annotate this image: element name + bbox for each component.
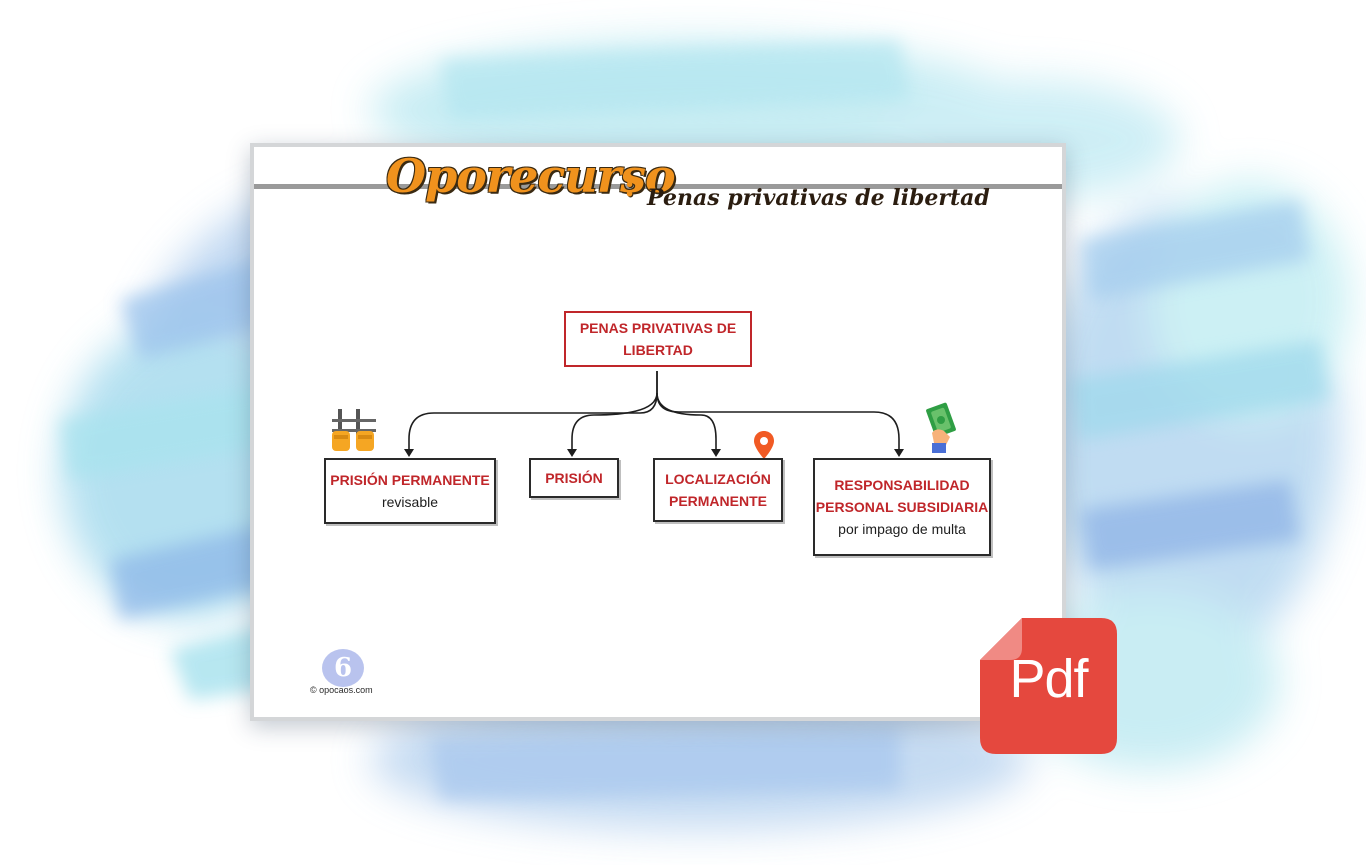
page-subtitle: Penas privativas de libertad [647,185,990,211]
child-node-responsabilidad-personal-subsidiaria: RESPONSABILIDAD PERSONAL SUBSIDIARIA por… [813,458,991,556]
child-node-detail: revisable [381,494,439,510]
diagram-lines [254,184,1062,459]
copyright-text: © opocaos.com [310,685,373,695]
child-node-title: PRISIÓN PERMANENTE [330,472,490,488]
child-node-title: RESPONSABILIDAD [834,477,970,493]
child-node-prision: PRISIÓN [529,458,619,498]
location-pin-icon [754,431,774,459]
child-node-localizacion-permanente: LOCALIZACIÓN PERMANENTE [653,458,783,522]
handcuffs-icon [332,409,376,451]
pdf-file-icon [980,618,1117,754]
brand-title: Oporecurso [386,149,676,203]
child-node-detail: por impago de multa [838,521,966,537]
child-node-title: PRISIÓN [545,470,603,486]
child-node-title-line2: PERSONAL SUBSIDIARIA [815,499,989,515]
root-node-label-line1: PENAS PRIVATIVAS DE [579,320,737,336]
title-separator: : [624,169,636,204]
child-node-title: LOCALIZACIÓN [665,471,771,487]
pdf-download-badge[interactable]: Pdf [980,618,1117,754]
pdf-badge-label: Pdf [1009,649,1088,709]
child-node-prision-permanente: PRISIÓN PERMANENTE revisable [324,458,496,524]
root-node-label-line2: LIBERTAD [623,342,693,358]
connector-lines [408,371,900,453]
connector-arrowheads [404,449,904,457]
money-in-hand-icon [926,402,956,453]
opocaos-logo: 6 [322,649,364,687]
child-node-title-line2: PERMANENTE [668,493,767,509]
header-rule [254,184,1062,189]
concept-map-sheet: Oporecurso : Penas privativas de liberta… [250,143,1066,721]
root-node: PENAS PRIVATIVAS DE LIBERTAD [564,311,752,367]
